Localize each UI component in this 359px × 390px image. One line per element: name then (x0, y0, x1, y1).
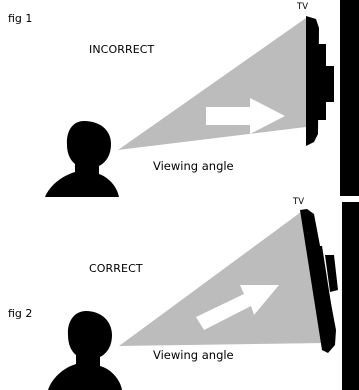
fig2-viewing-angle-label: Viewing angle (153, 348, 234, 362)
fig1-group (45, 0, 359, 197)
fig2-state-label: CORRECT (89, 262, 143, 275)
fig1-state-label: INCORRECT (89, 43, 155, 56)
fig2-tv-icon (300, 202, 359, 390)
fig1-viewing-cone (118, 18, 306, 150)
fig1-viewing-angle-label: Viewing angle (153, 159, 234, 173)
fig2-person-silhouette (48, 311, 122, 390)
fig2-label: fig 2 (8, 307, 33, 320)
fig2-direction-arrow (196, 285, 279, 330)
fig2-viewing-cone (119, 212, 327, 346)
fig1-tv-label: TV (297, 2, 309, 12)
fig2-tv-label: TV (293, 197, 305, 207)
fig2-group (48, 202, 359, 390)
fig1-direction-arrow (206, 98, 285, 134)
fig1-label: fig 1 (8, 12, 33, 25)
fig1-person-silhouette (45, 121, 119, 197)
fig1-tv-icon (306, 0, 359, 196)
